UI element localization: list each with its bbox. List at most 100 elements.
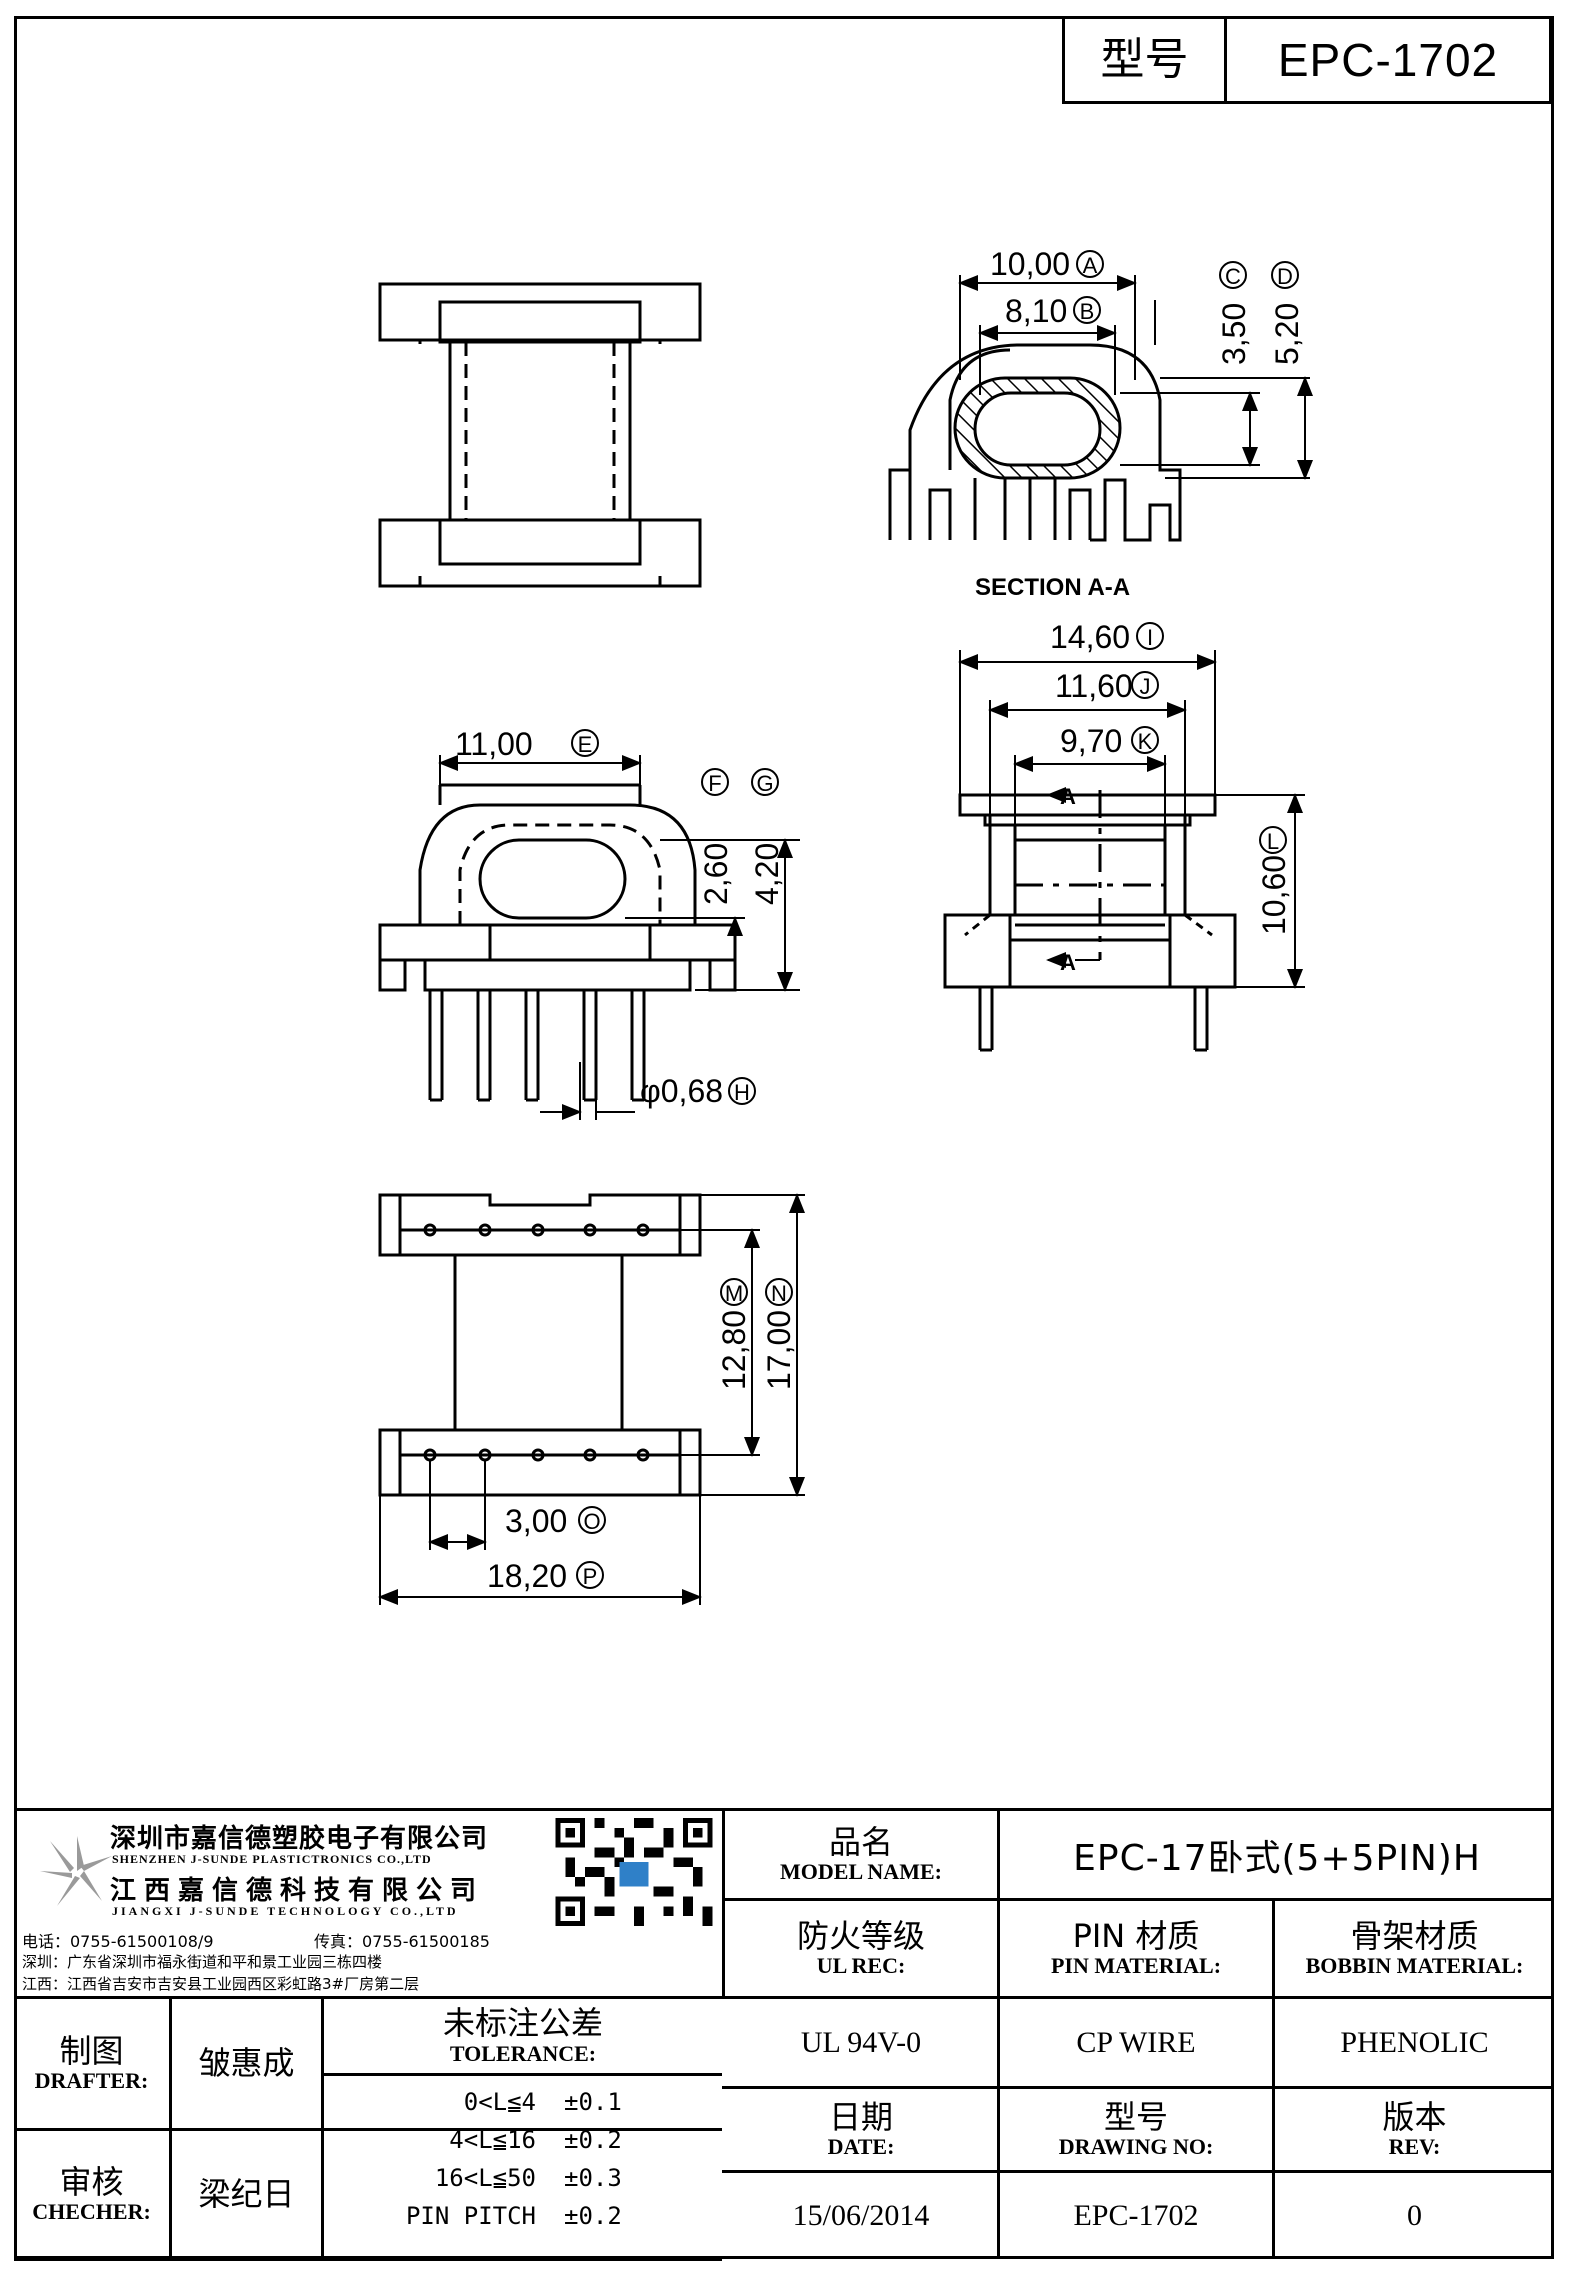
bobbin-material-value: PHENOLIC bbox=[1275, 1999, 1554, 2086]
pin-material-value-text: CP WIRE bbox=[1076, 2025, 1196, 2059]
tolerance-range: PIN PITCH bbox=[405, 2202, 536, 2230]
grid-h-5 bbox=[722, 2170, 1554, 2173]
grid-h-2 bbox=[14, 1996, 1554, 1999]
tolerance-label-cn: 未标注公差 bbox=[442, 2004, 603, 2043]
title-block: 深圳市嘉信德塑胶电子有限公司 SHENZHEN J-SUNDE PLASTICT… bbox=[14, 1808, 1554, 2261]
drawing-no-value: EPC-1702 bbox=[1000, 2173, 1272, 2259]
dim-B-letter: B bbox=[1080, 299, 1095, 324]
tolerance-value: ±0.1 bbox=[564, 2088, 622, 2116]
company-address-shenzhen: 深圳：广东省深圳市福永街道和平和景工业园三栋四楼 bbox=[22, 1953, 383, 1971]
drafter-name-text: 皱惠成 bbox=[198, 2043, 295, 2082]
checker-name: 梁纪日 bbox=[172, 2131, 321, 2258]
header-model-value-text: EPC-1702 bbox=[1277, 34, 1499, 86]
pin-material-label-en: PIN MATERIAL: bbox=[1050, 1953, 1222, 1978]
dim-P-value: 18,20 bbox=[487, 1558, 567, 1594]
header-model-value: EPC-1702 bbox=[1227, 19, 1549, 101]
dim-C-value: 3,50 bbox=[1216, 303, 1252, 365]
grid-v-4 bbox=[169, 1996, 172, 2259]
ul-rec-label-cn: 防火等级 bbox=[796, 1916, 925, 1955]
dim-O-value: 3,00 bbox=[505, 1503, 567, 1539]
drafter-label-en: DRAFTER: bbox=[34, 2068, 149, 2093]
header-model-label-text: 型号 bbox=[1100, 33, 1189, 85]
dim-M-value: 12,80 bbox=[716, 1310, 752, 1390]
date-label-cn: 日期 bbox=[828, 2097, 893, 2136]
drawing-no-label: 型号 DRAWING NO: bbox=[1000, 2089, 1272, 2170]
date-label: 日期 DATE: bbox=[725, 2089, 997, 2170]
dim-E-letter: E bbox=[578, 732, 593, 757]
checker-label-en: CHECHER: bbox=[32, 2199, 151, 2224]
rev-label-en: REV: bbox=[1388, 2134, 1441, 2159]
dim-C-letter: C bbox=[1225, 264, 1241, 289]
grid-h-4 bbox=[14, 2128, 722, 2131]
tolerance-range: 16<L≦50 bbox=[434, 2164, 536, 2192]
section-marker-top: A bbox=[1060, 784, 1076, 809]
dim-I-value: 14,60 bbox=[1050, 619, 1130, 655]
model-name-label-cn: 品名 bbox=[828, 1822, 893, 1861]
sheet-border bbox=[14, 16, 1554, 2259]
tolerance-row: 0<L≦4 ±0.1 bbox=[324, 2088, 722, 2116]
company-info: 深圳市嘉信德塑胶电子有限公司 SHENZHEN J-SUNDE PLASTICT… bbox=[14, 1808, 722, 1996]
date-label-en: DATE: bbox=[827, 2134, 895, 2159]
section-a-a-view bbox=[888, 275, 1313, 542]
dim-E-value: 11,00 bbox=[455, 726, 533, 762]
grid-h-tol bbox=[321, 2073, 722, 2076]
tolerance-row: 4<L≦16 ±0.2 bbox=[324, 2126, 722, 2154]
dim-L-letter: L bbox=[1267, 829, 1279, 854]
title-block-top-line bbox=[14, 1808, 1554, 1811]
drafter-label-cn: 制图 bbox=[59, 2031, 124, 2070]
dim-J-value: 11,60 bbox=[1055, 668, 1133, 704]
dim-N-letter: N bbox=[771, 1281, 787, 1306]
checker-label: 审核 CHECHER: bbox=[14, 2131, 169, 2258]
bobbin-material-label: 骨架材质 BOBBIN MATERIAL: bbox=[1275, 1901, 1554, 1996]
bobbin-material-value-text: PHENOLIC bbox=[1340, 2025, 1489, 2059]
tolerance-row: PIN PITCH ±0.2 bbox=[324, 2202, 722, 2230]
model-name-value-text: EPC-17卧式(5+5PIN)H bbox=[1073, 1837, 1481, 1879]
grid-v-3 bbox=[1272, 1898, 1275, 2259]
company-logo bbox=[40, 1836, 112, 1906]
dim-M-letter: M bbox=[725, 1281, 743, 1306]
model-name-label-en: MODEL NAME: bbox=[780, 1859, 942, 1884]
ul-rec-label-en: UL REC: bbox=[816, 1953, 906, 1978]
dim-A-letter: A bbox=[1083, 253, 1098, 278]
date-value: 15/06/2014 bbox=[725, 2173, 997, 2259]
ul-rec-label: 防火等级 UL REC: bbox=[725, 1901, 997, 1996]
dim-K-value: 9,70 bbox=[1060, 723, 1122, 759]
tolerance-row: 16<L≦50 ±0.3 bbox=[324, 2164, 722, 2192]
dim-F-letter: F bbox=[708, 771, 721, 796]
section-marker-bottom: A bbox=[1060, 950, 1076, 975]
company-name-en-2: JIANGXI J-SUNDE TECHNOLOGY CO.,LTD bbox=[112, 1904, 459, 1918]
dim-J-letter: J bbox=[1140, 674, 1151, 699]
grid-v-2 bbox=[997, 1808, 1000, 2259]
drawing-no-value-text: EPC-1702 bbox=[1073, 2199, 1199, 2232]
grid-v-company bbox=[722, 1808, 725, 1996]
company-fax: 传真：0755-61500185 bbox=[314, 1932, 490, 1951]
section-label: SECTION A-A bbox=[975, 574, 1130, 601]
dim-D-letter: D bbox=[1277, 264, 1293, 289]
tolerance-label: 未标注公差 TOLERANCE: bbox=[324, 1999, 722, 2073]
side-view bbox=[943, 650, 1305, 1052]
tolerance-value: ±0.2 bbox=[564, 2202, 622, 2230]
dim-G-letter: G bbox=[756, 771, 773, 796]
company-name-en-1: SHENZHEN J-SUNDE PLASTICTRONICS CO.,LTD bbox=[112, 1852, 432, 1866]
front-view bbox=[378, 755, 800, 1120]
rev-label-cn: 版本 bbox=[1382, 2097, 1447, 2136]
checker-name-text: 梁纪日 bbox=[198, 2174, 295, 2213]
checker-label-cn: 审核 bbox=[59, 2162, 124, 2201]
dimension-labels: 10,00 A 8,10 B 3,50 C 5,20 D SECTION A-A… bbox=[455, 246, 1305, 1594]
dim-F-value: 2,60 bbox=[698, 843, 734, 905]
model-name-value: EPC-17卧式(5+5PIN)H bbox=[1000, 1811, 1554, 1898]
rev-label: 版本 REV: bbox=[1275, 2089, 1554, 2170]
dim-H-letter: H bbox=[734, 1080, 750, 1105]
tolerance-label-en: TOLERANCE: bbox=[449, 2040, 597, 2066]
date-value-text: 15/06/2014 bbox=[792, 2199, 930, 2232]
tolerance-table: 0<L≦4 ±0.1 4<L≦16 ±0.2 16<L≦50 ±0.3 PIN … bbox=[324, 2076, 722, 2258]
ul-rec-value: UL 94V-0 bbox=[725, 1999, 997, 2086]
dim-H-value: φ0,68 bbox=[640, 1073, 723, 1109]
dim-P-letter: P bbox=[583, 1564, 598, 1589]
company-name-1: 深圳市嘉信德塑胶电子有限公司 bbox=[110, 1824, 489, 1854]
drafter-label: 制图 DRAFTER: bbox=[14, 1999, 169, 2128]
dim-L-value: 10,60 bbox=[1256, 855, 1292, 935]
rev-value-text: 0 bbox=[1407, 2199, 1422, 2232]
ul-rec-value-text: UL 94V-0 bbox=[800, 2025, 922, 2059]
top-view bbox=[378, 282, 702, 588]
